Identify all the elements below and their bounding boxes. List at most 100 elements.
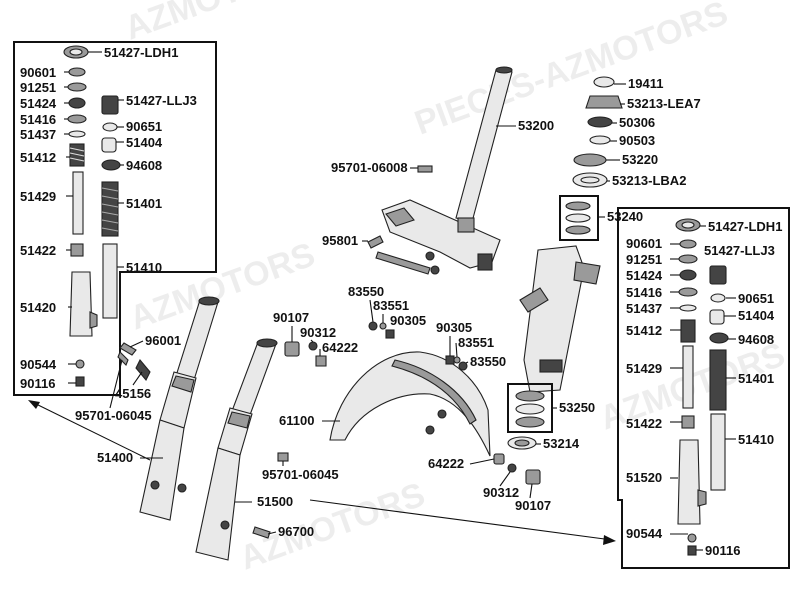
part-label-51427-llj3: 51427-LLJ3 bbox=[126, 93, 197, 108]
part-label-51401: 51401 bbox=[738, 371, 774, 386]
right-fork-detail-box bbox=[617, 207, 790, 569]
part-label-83551: 83551 bbox=[373, 298, 409, 313]
washer-83551-b-part bbox=[453, 356, 461, 364]
part-label-90544: 90544 bbox=[20, 357, 57, 372]
part-label-50306: 50306 bbox=[619, 115, 655, 130]
part-label-51422: 51422 bbox=[626, 416, 662, 431]
part-label-51416: 51416 bbox=[20, 112, 56, 127]
part-label-19411: 19411 bbox=[628, 76, 663, 91]
part-label-51520: 51520 bbox=[626, 470, 662, 485]
part-label-51404: 51404 bbox=[738, 308, 775, 323]
left-fork-detail-box bbox=[13, 41, 217, 396]
small-hardware-left bbox=[117, 342, 289, 539]
part-label-94608: 94608 bbox=[126, 158, 162, 173]
part-label-95701-06045: 95701-06045 bbox=[262, 467, 339, 482]
part-label-61100: 61100 bbox=[279, 413, 314, 428]
ring-part bbox=[68, 130, 86, 138]
part-label-90305: 90305 bbox=[436, 320, 472, 335]
part-label-90544: 90544 bbox=[626, 526, 663, 541]
bearing-53240-part bbox=[565, 201, 591, 235]
washer-83551-part bbox=[379, 322, 387, 330]
part-label-90116: 90116 bbox=[705, 543, 740, 558]
part-label-53220: 53220 bbox=[622, 152, 658, 167]
bolt-96700-part bbox=[252, 526, 271, 539]
nut-83550-b-part bbox=[458, 361, 468, 371]
part-label-90651: 90651 bbox=[738, 291, 774, 306]
part-label-90107: 90107 bbox=[273, 310, 309, 325]
right-box-parts bbox=[675, 218, 729, 556]
part-label-64222: 64222 bbox=[322, 340, 358, 355]
part-label-51412: 51412 bbox=[626, 323, 662, 338]
part-label-96001: 96001 bbox=[145, 333, 181, 348]
part-label-83550: 83550 bbox=[348, 284, 384, 299]
part-label-90312: 90312 bbox=[300, 325, 336, 340]
nut-part bbox=[68, 97, 86, 109]
part-label-95701-06045: 95701-06045 bbox=[75, 408, 152, 423]
part-label-90601: 90601 bbox=[20, 65, 56, 80]
steering-frame-part bbox=[519, 245, 601, 393]
part-label-51410: 51410 bbox=[738, 432, 774, 447]
nut-90305-part bbox=[385, 329, 395, 339]
watermark-text: PIECES-AZMOTORS bbox=[410, 0, 733, 143]
part-label-51416: 51416 bbox=[626, 285, 662, 300]
part-label-53214: 53214 bbox=[543, 436, 580, 451]
part-label-83550: 83550 bbox=[470, 354, 506, 369]
part-label-51420: 51420 bbox=[20, 300, 56, 315]
inner-tube-part bbox=[102, 243, 118, 319]
race-53220-part bbox=[573, 153, 607, 167]
small-hardware-center bbox=[284, 321, 541, 485]
bearing-53240-box bbox=[559, 195, 599, 241]
bolt-part bbox=[75, 359, 85, 369]
part-label-90305: 90305 bbox=[390, 313, 426, 328]
bolt-96001-part bbox=[119, 342, 137, 356]
arrow-to-left-box bbox=[28, 400, 151, 461]
watermark-text: AZMOTORS bbox=[120, 0, 315, 48]
spacer-90107-part bbox=[284, 341, 300, 357]
fork-leg-51500-part bbox=[195, 338, 278, 561]
bolt-95701-06008-part bbox=[417, 165, 433, 173]
front-fender-61100-part bbox=[329, 351, 491, 457]
part-label-53213-lea7: 53213-LEA7 bbox=[627, 96, 701, 111]
nut-90305-b-part bbox=[445, 355, 455, 365]
part-label-53240: 53240 bbox=[607, 209, 643, 224]
part-label-90116: 90116 bbox=[20, 376, 55, 391]
race-53214-part bbox=[507, 436, 537, 450]
part-label-91251: 91251 bbox=[626, 252, 662, 267]
part-label-51424: 51424 bbox=[20, 96, 57, 111]
part-label-51427-llj3: 51427-LLJ3 bbox=[704, 243, 775, 258]
part-label-91251: 91251 bbox=[20, 80, 56, 95]
part-label-51429: 51429 bbox=[20, 189, 56, 204]
part-label-51429: 51429 bbox=[626, 361, 662, 376]
washer-50306-part bbox=[587, 116, 613, 128]
bearing-53250-part bbox=[515, 390, 545, 428]
left-box-labels: 51427-LDH1 90601 91251 51424 51427-LLJ3 … bbox=[20, 45, 197, 391]
washer-part bbox=[67, 82, 87, 92]
part-label-51412: 51412 bbox=[20, 150, 56, 165]
part-label-51422: 51422 bbox=[20, 243, 56, 258]
part-label-90312: 90312 bbox=[483, 485, 519, 500]
nut-83550-part bbox=[368, 321, 378, 331]
part-label-51437: 51437 bbox=[626, 301, 662, 316]
part-label-51401: 51401 bbox=[126, 196, 162, 211]
right-box-labels: 51427-LDH1 90601 91251 51427-LLJ3 51424 … bbox=[626, 219, 782, 558]
part-label-53200: 53200 bbox=[518, 118, 554, 133]
part-label-53213-lba2: 53213-LBA2 bbox=[612, 173, 686, 188]
part-label-90651: 90651 bbox=[126, 119, 162, 134]
fork-leg-51400-part bbox=[139, 296, 220, 521]
main-leader-lines bbox=[109, 83, 626, 535]
screw-95701-06045-b-part bbox=[277, 452, 289, 462]
arrow-to-right-box bbox=[309, 499, 616, 545]
part-label-90601: 90601 bbox=[626, 236, 662, 251]
clip-45156-part bbox=[135, 359, 151, 381]
steering-stem-53200-part bbox=[381, 66, 513, 271]
ring-90503-part bbox=[589, 135, 611, 145]
part-label-64222: 64222 bbox=[428, 456, 464, 471]
part-label-51427-ldh1: 51427-LDH1 bbox=[104, 45, 178, 60]
part-label-51410: 51410 bbox=[126, 260, 162, 275]
part-label-53250: 53250 bbox=[559, 400, 595, 415]
nut-90312-b-part bbox=[507, 463, 517, 473]
nut-19411-part bbox=[593, 76, 615, 88]
oring-part bbox=[102, 122, 118, 132]
